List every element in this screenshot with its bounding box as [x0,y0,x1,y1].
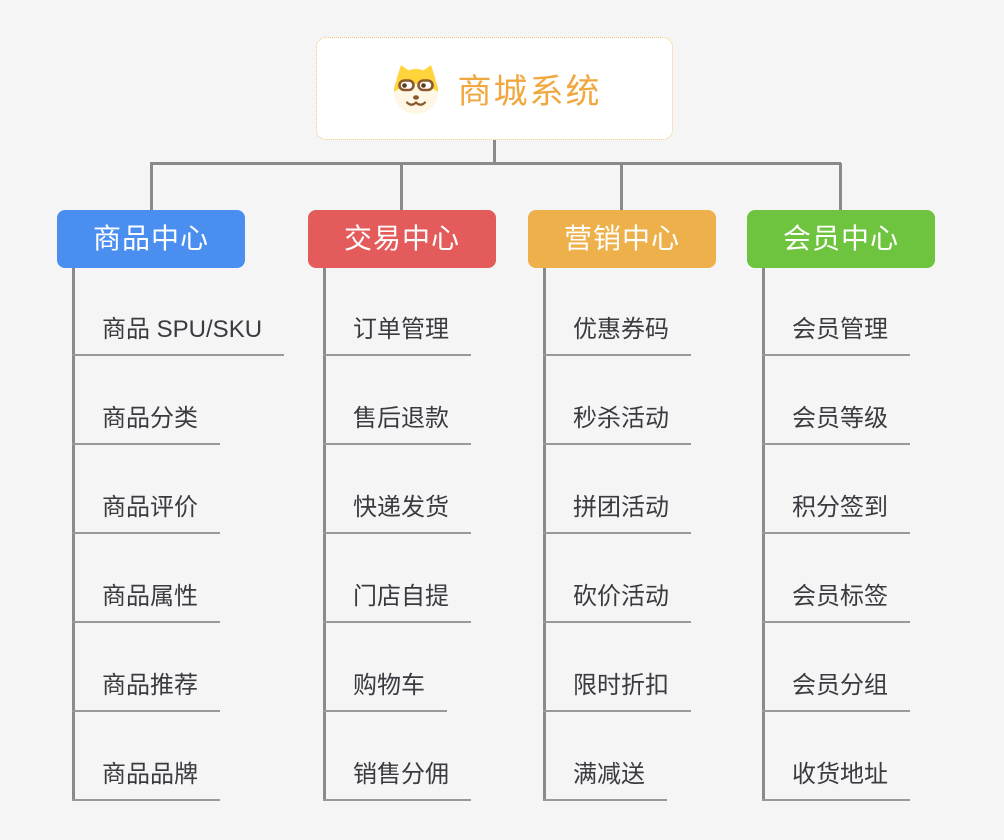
child-item[interactable]: 购物车 [323,670,447,712]
child-item[interactable]: 快递发货 [323,492,471,534]
child-item[interactable]: 售后退款 [323,403,471,445]
connector-drop-member [839,163,842,210]
child-item[interactable]: 收货地址 [762,759,910,801]
shiba-dog-icon [388,64,444,114]
child-item[interactable]: 会员管理 [762,314,910,356]
child-item[interactable]: 商品评价 [72,492,220,534]
connector-drop-trade [400,163,403,210]
child-item[interactable]: 商品属性 [72,581,220,623]
branch-node-trade-center[interactable]: 交易中心 [308,210,496,268]
connector-root-drop [493,139,496,164]
child-item[interactable]: 优惠券码 [543,314,691,356]
child-item[interactable]: 限时折扣 [543,670,691,712]
branch-trunk-member [762,268,765,801]
child-item[interactable]: 满减送 [543,759,667,801]
child-item[interactable]: 销售分佣 [323,759,471,801]
child-item[interactable]: 订单管理 [323,314,471,356]
child-item[interactable]: 商品品牌 [72,759,220,801]
root-title: 商城系统 [457,73,602,111]
branch-node-product-center[interactable]: 商品中心 [57,210,245,268]
child-item[interactable]: 秒杀活动 [543,403,691,445]
child-item[interactable]: 砍价活动 [543,581,691,623]
child-item[interactable]: 商品分类 [72,403,220,445]
branch-trunk-trade [323,268,326,801]
child-item[interactable]: 商品 SPU/SKU [72,314,285,356]
connector-bus [150,162,841,165]
child-item[interactable]: 会员标签 [762,581,910,623]
connector-drop-marketing [620,163,623,210]
child-item[interactable]: 拼团活动 [543,492,691,534]
child-item[interactable]: 会员等级 [762,403,910,445]
child-item[interactable]: 商品推荐 [72,670,220,712]
branch-node-marketing-center[interactable]: 营销中心 [528,210,716,268]
branch-trunk-marketing [543,268,546,801]
child-item[interactable]: 积分签到 [762,492,910,534]
child-item[interactable]: 门店自提 [323,581,471,623]
branch-trunk-product [72,268,75,801]
child-item[interactable]: 会员分组 [762,670,910,712]
connector-drop-product [150,163,153,210]
branch-node-member-center[interactable]: 会员中心 [747,210,935,268]
root-node[interactable]: 商城系统 [316,37,673,140]
